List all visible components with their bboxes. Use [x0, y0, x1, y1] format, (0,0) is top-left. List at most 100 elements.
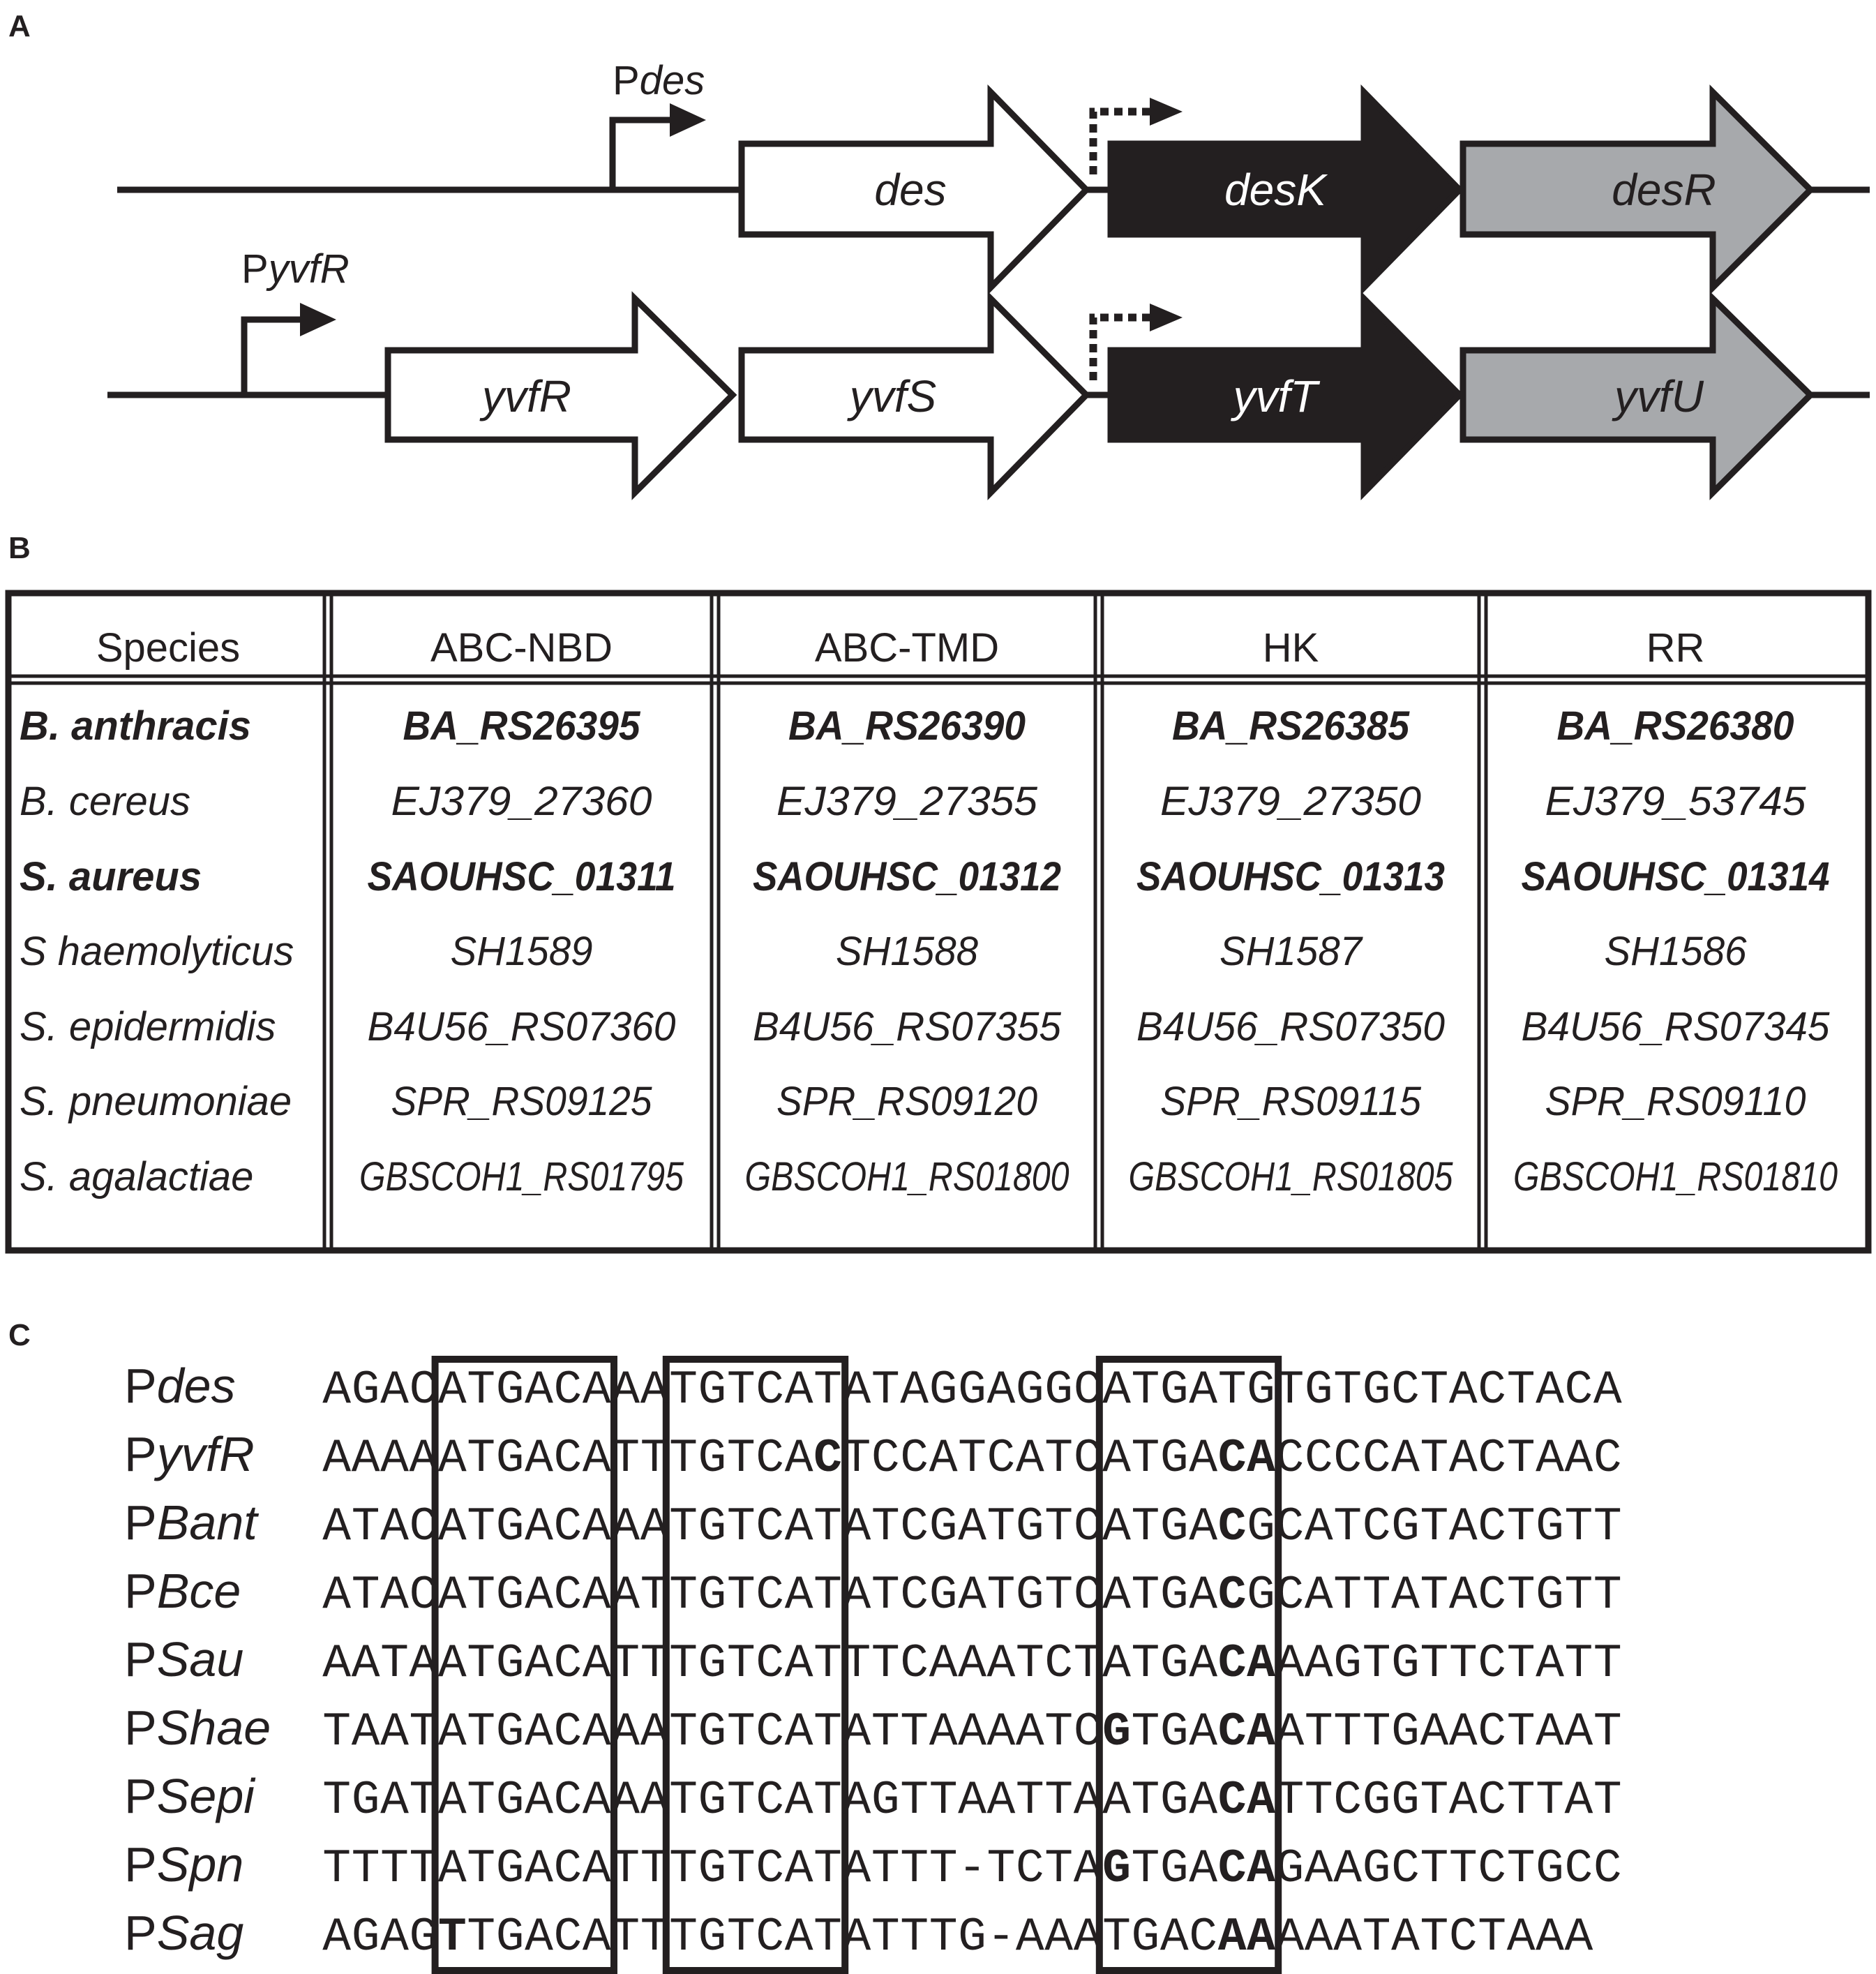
- sequence-base: G: [1391, 1637, 1420, 1691]
- sequence-base: C: [900, 1637, 929, 1691]
- sequence-base: T: [669, 1705, 698, 1759]
- gene-arrow-yvfU: [1459, 291, 1815, 500]
- sequence-base: C: [1478, 1569, 1506, 1622]
- sequence-base: T: [727, 1774, 756, 1827]
- sequence-base: T: [1420, 1500, 1448, 1554]
- sequence-base: T: [1131, 1842, 1160, 1896]
- sequence-base: A: [525, 1842, 553, 1896]
- sequence-base: T: [1333, 1705, 1362, 1759]
- sequence-base: T: [986, 1569, 1015, 1622]
- gene-id-cell: B4U56_RS07345: [1522, 1004, 1831, 1049]
- gene-id-cell: SAOUHSC_01311: [368, 854, 676, 899]
- sequence-base: T: [900, 1705, 929, 1759]
- sequence-base: T: [871, 1500, 900, 1554]
- gene-id-cell: SH1589: [451, 929, 593, 974]
- sequence-base: A: [785, 1637, 813, 1691]
- sequence-base: A: [611, 1705, 640, 1759]
- sequence-base: T: [640, 1569, 669, 1622]
- sequence-base: C: [1218, 1842, 1247, 1896]
- sequence-base: A: [958, 1569, 986, 1622]
- sequence-base: A: [380, 1500, 409, 1554]
- sequence-base: A: [1536, 1705, 1564, 1759]
- sequence-base: A: [1160, 1911, 1189, 1964]
- sequence-base: G: [1391, 1774, 1420, 1827]
- promoter-name: PSepi: [124, 1769, 256, 1823]
- sequence-base: A: [1333, 1842, 1362, 1896]
- gene-arrow-desR: [1459, 84, 1815, 295]
- sequence-base: G: [1363, 1774, 1391, 1827]
- sequence-base: A: [1189, 1842, 1217, 1896]
- gene-label-des: des: [874, 165, 946, 215]
- gene-id-cell: BA_RS26390: [788, 703, 1026, 749]
- sequence-base: T: [322, 1705, 351, 1759]
- sequence-base: C: [1478, 1705, 1506, 1759]
- gene-id-cell: SH1587: [1220, 929, 1364, 974]
- sequence-base: A: [438, 1432, 467, 1486]
- sequence-base: G: [352, 1363, 380, 1417]
- sequence-base: A: [785, 1705, 813, 1759]
- sequence-base: T: [409, 1705, 437, 1759]
- species-cell: S haemolyticus: [20, 929, 294, 974]
- sequence-base: A: [640, 1774, 669, 1827]
- sequence-base: T: [813, 1569, 842, 1622]
- panel-letter-c: C: [8, 1318, 31, 1352]
- gene-id-cell: BA_RS26395: [403, 703, 641, 749]
- sequence-base: G: [929, 1500, 958, 1554]
- sequence-base: A: [1449, 1432, 1478, 1486]
- sequence-base: T: [640, 1842, 669, 1896]
- sequence-base: A: [1102, 1637, 1131, 1691]
- sequence-base: A: [1564, 1911, 1593, 1964]
- consensus-box: [662, 1356, 849, 1974]
- sequence-base: A: [785, 1774, 813, 1827]
- gene-id-cell: BA_RS26380: [1557, 703, 1794, 749]
- sequence-base: C: [1074, 1500, 1102, 1554]
- sequence-base: T: [322, 1842, 351, 1896]
- sequence-base: C: [1218, 1774, 1247, 1827]
- sequence-base: G: [1160, 1705, 1189, 1759]
- sequence-base: G: [496, 1842, 525, 1896]
- sequence-base: T: [986, 1500, 1015, 1554]
- sequence-base: C: [553, 1637, 582, 1691]
- operon1-promoter-arrow: [609, 117, 677, 190]
- promoter-name: PShae: [124, 1700, 271, 1755]
- sequence-base: G: [1391, 1500, 1420, 1554]
- sequence-base: C: [986, 1432, 1015, 1486]
- sequence-base: T: [467, 1705, 495, 1759]
- sequence-base: G: [698, 1774, 726, 1827]
- sequence-base: A: [1449, 1363, 1478, 1417]
- sequence-base: A: [1189, 1774, 1217, 1827]
- sequence-base: T: [409, 1774, 437, 1827]
- panel-letter-a: A: [8, 9, 31, 43]
- sequence-base: A: [785, 1432, 813, 1486]
- sequence-base: T: [611, 1432, 640, 1486]
- sequence-base: A: [380, 1774, 409, 1827]
- sequence-base: T: [352, 1500, 380, 1554]
- sequence-base: T: [1074, 1637, 1102, 1691]
- gene-id-cell: SPR_RS09115: [1160, 1079, 1422, 1124]
- sequence-base: A: [583, 1432, 611, 1486]
- sequence-base: A: [842, 1774, 871, 1827]
- sequence-base: A: [1391, 1432, 1420, 1486]
- gene-id-cell: EJ379_27355: [776, 779, 1038, 824]
- sequence-base: C: [1564, 1363, 1593, 1417]
- sequence-base: A: [352, 1705, 380, 1759]
- operon2-internal-promoter: [1089, 313, 1155, 380]
- sequence-base: T: [1016, 1774, 1044, 1827]
- sequence-base: G: [929, 1363, 958, 1417]
- gene-arrow-desK: [1107, 84, 1464, 296]
- sequence-base: T: [1333, 1500, 1362, 1554]
- gene-id-cell: SAOUHSC_01314: [1522, 854, 1830, 899]
- sequence-base: G: [496, 1774, 525, 1827]
- sequence-base: A: [583, 1637, 611, 1691]
- table-header-cell: ABC-NBD: [430, 625, 613, 671]
- sequence-base: A: [1564, 1774, 1593, 1827]
- sequence-base: T: [1044, 1705, 1073, 1759]
- sequence-base: T: [380, 1637, 409, 1691]
- sequence-base: A: [1449, 1705, 1478, 1759]
- sequence-base: G: [1131, 1911, 1160, 1964]
- sequence-base: A: [1247, 1774, 1275, 1827]
- sequence-base: G: [1247, 1500, 1275, 1554]
- sequence-base: T: [929, 1911, 958, 1964]
- sequence-base: T: [813, 1363, 842, 1417]
